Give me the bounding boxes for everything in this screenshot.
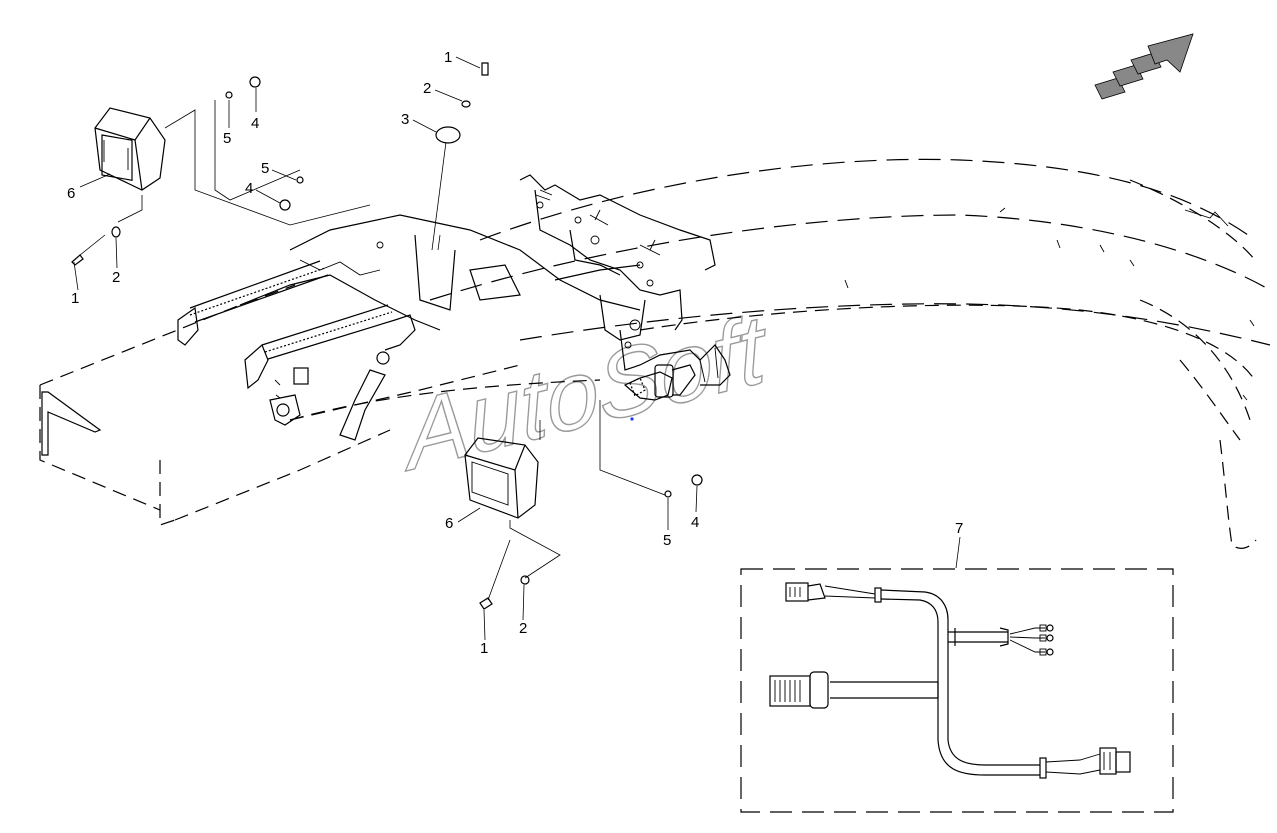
- callout-nut-4a: 4: [251, 115, 259, 132]
- left-lamp-leaders: [79, 100, 371, 256]
- watermark: AutoSoft: [395, 293, 774, 493]
- callout-washer-5b: 5: [261, 160, 269, 177]
- harness-connector-bottom: [937, 739, 1131, 779]
- harness-connector-middle: [769, 671, 939, 709]
- callout-washer-5a: 5: [223, 130, 231, 147]
- callout-nut-4b: 4: [245, 180, 253, 197]
- callout-harness-7: 7: [955, 520, 963, 537]
- callout-washer-left-2: 2: [112, 269, 120, 286]
- callout-topbolt-1: 1: [444, 49, 452, 66]
- callout-nut-center-4: 4: [691, 514, 699, 531]
- vehicle-body-outline: [289, 158, 1271, 549]
- callout-lamp-left-6: 6: [67, 185, 75, 202]
- callout-washer-center-2: 2: [519, 620, 527, 637]
- center-nut-leader: [599, 400, 666, 496]
- harness-branch-rings: [948, 624, 1054, 656]
- callout-leaders: [73, 56, 961, 641]
- left-work-lamp: [94, 107, 166, 191]
- callout-bolt-left-1: 1: [71, 290, 79, 307]
- top-cap-hardware: [431, 62, 489, 251]
- center-switch-assembly: [623, 364, 696, 421]
- harness-connector-top: [785, 582, 882, 603]
- callout-lamp-center-6: 6: [445, 515, 453, 532]
- callout-cap-3: 3: [401, 111, 409, 128]
- callout-topwasher-2: 2: [423, 80, 431, 97]
- spring-right: [244, 304, 396, 390]
- center-lamp-hardware: [479, 474, 703, 610]
- front-direction-arrow-icon: [1094, 33, 1194, 100]
- callout-numbers: 1 2 3 4 5 5 4 6 1 2 6 5 4 1 2 7: [67, 49, 963, 657]
- harness-inset: [740, 568, 1174, 813]
- callout-washer-center-5: 5: [663, 532, 671, 549]
- svg-text:AutoSoft: AutoSoft: [396, 294, 773, 492]
- linkage-brackets: [269, 314, 416, 441]
- harness-inset-frame: [740, 568, 1174, 813]
- center-work-lamp: [464, 437, 539, 519]
- callout-bolt-center-1: 1: [480, 640, 488, 657]
- spring-left: [177, 260, 329, 346]
- center-lamp-leaders: [487, 520, 561, 601]
- frame-crossmember: [39, 174, 731, 526]
